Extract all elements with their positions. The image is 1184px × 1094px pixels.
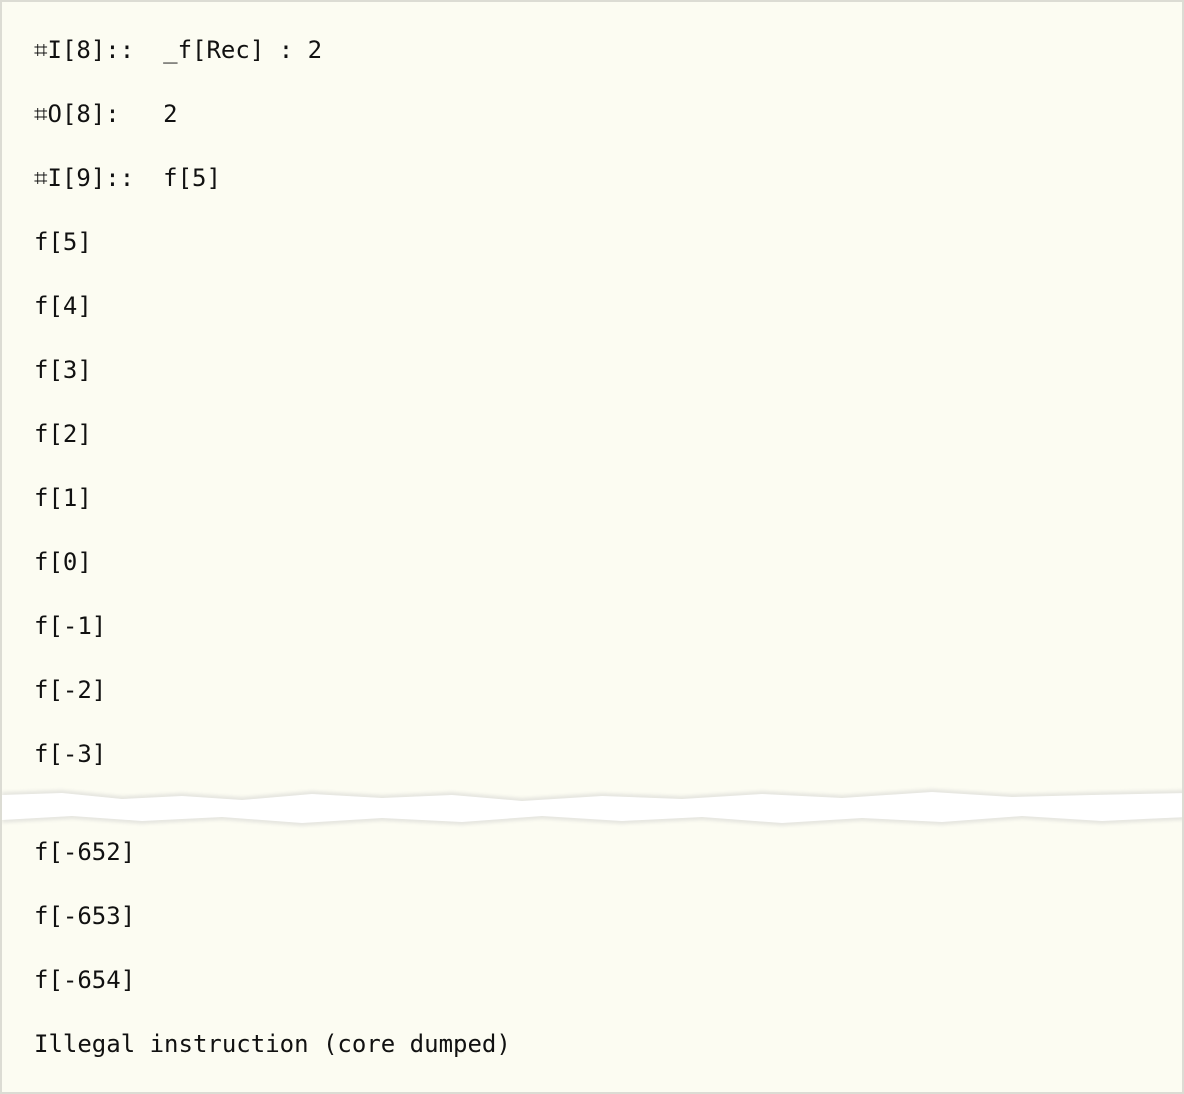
console-line-text: f[5] (134, 164, 221, 192)
console-line-text: f[-2] (34, 676, 107, 704)
console-line: f[5] (34, 222, 92, 262)
console-line-text: f[4] (34, 292, 92, 320)
console-line-text: Illegal instruction (core dumped) (34, 1030, 511, 1058)
console-line: f[-653] (34, 896, 135, 936)
console-line: f[2] (34, 414, 92, 454)
cell-prompt: ⌗O[8]: (34, 100, 120, 128)
console-line: f[-3] (34, 734, 106, 774)
console-line: f[0] (34, 542, 92, 582)
console-line: ⌗O[8]: 2 (34, 94, 178, 134)
console-line: f[3] (34, 350, 92, 390)
console-line: f[-654] (34, 960, 135, 1000)
console-line: Illegal instruction (core dumped) (34, 1024, 511, 1064)
console-line-text: f[2] (34, 420, 92, 448)
console-line: ⌗I[9]:: f[5] (34, 158, 221, 198)
console-line-text: _f[Rec] : 2 (134, 36, 323, 64)
console-line-text: f[-653] (34, 902, 136, 930)
console-line: f[-2] (34, 670, 106, 710)
console-line-text: f[0] (34, 548, 92, 576)
cell-prompt: ⌗I[9]:: (34, 164, 135, 192)
console-line-text: f[-654] (34, 966, 136, 994)
console-line: f[4] (34, 286, 92, 326)
console-line: ⌗I[8]:: _f[Rec] : 2 (34, 30, 322, 70)
torn-paper-divider (2, 789, 1182, 826)
console-line: f[-652] (34, 832, 135, 872)
console-line: f[1] (34, 478, 92, 518)
console-line: f[-1] (34, 606, 106, 646)
console-line-text: 2 (119, 100, 178, 128)
console-line-text: f[-1] (34, 612, 107, 640)
console-line-text: f[-652] (34, 838, 136, 866)
cell-prompt: ⌗I[8]:: (34, 36, 135, 64)
console-line-text: f[5] (34, 228, 92, 256)
console-line-text: f[3] (34, 356, 92, 384)
console-line-text: f[1] (34, 484, 92, 512)
console-line-text: f[-3] (34, 740, 107, 768)
